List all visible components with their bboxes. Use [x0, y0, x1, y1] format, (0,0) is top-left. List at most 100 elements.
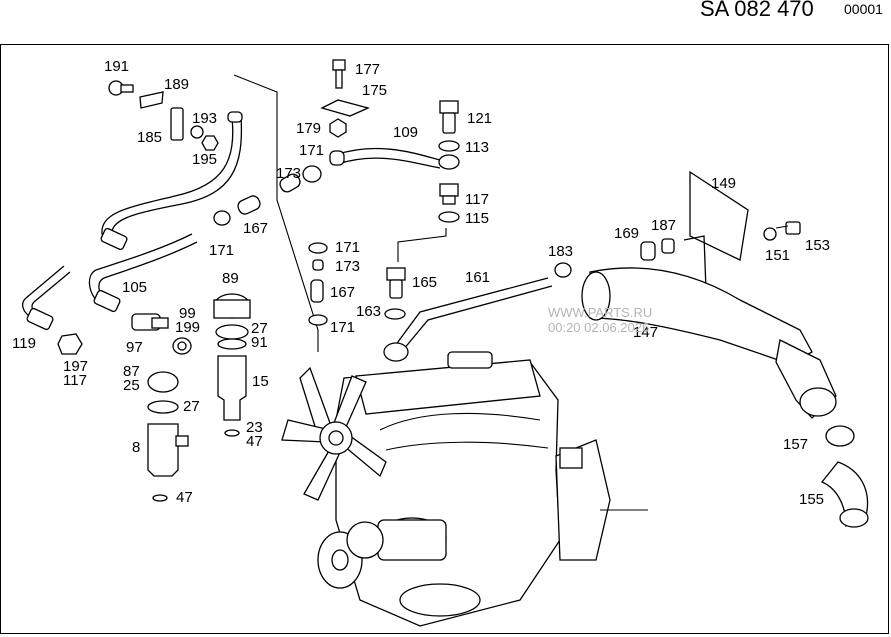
bolt-177	[332, 59, 346, 89]
label-157: 157	[783, 436, 809, 453]
label-163: 163	[356, 303, 382, 320]
housing-15	[217, 355, 247, 421]
label-99: 99	[179, 305, 196, 322]
label-169: 169	[614, 225, 640, 242]
label-151: 151	[765, 247, 791, 264]
diagram-frame	[0, 44, 889, 634]
hose-119	[21, 265, 65, 319]
label-187: 187	[651, 217, 677, 234]
hose-109	[334, 147, 441, 161]
spacer-187	[661, 238, 675, 254]
washer-163	[384, 308, 406, 320]
bolt-121	[439, 100, 459, 114]
filter-8	[147, 423, 179, 477]
label-173-mid: 173	[335, 258, 361, 275]
watermark-url: WWW.PARTS.RU	[548, 305, 653, 320]
bolt-117	[439, 183, 459, 197]
hose-upper-left	[101, 116, 234, 245]
label-155: 155	[799, 491, 825, 508]
label-105: 105	[122, 279, 148, 296]
label-173-top: 173	[276, 165, 302, 182]
label-117-bottom: 117	[63, 372, 87, 389]
label-167-mid: 167	[330, 284, 356, 301]
clamp-171a	[302, 165, 322, 183]
clamp-171	[213, 210, 231, 226]
label-189: 189	[164, 76, 190, 93]
label-119: 119	[12, 335, 36, 352]
watermark-timestamp: 00:20 02.06.2026	[548, 320, 650, 335]
label-27-bottom: 27	[183, 398, 200, 415]
label-171-mid: 171	[335, 239, 361, 256]
label-147: 147	[633, 324, 659, 341]
label-91: 91	[251, 334, 268, 351]
label-161: 161	[465, 269, 491, 286]
label-165: 165	[412, 274, 438, 291]
label-179: 179	[296, 120, 322, 137]
label-89: 89	[222, 270, 239, 287]
cooling-fan	[281, 366, 387, 501]
pipe-161	[391, 277, 549, 351]
seal-27b	[147, 400, 179, 414]
bolt-165	[386, 267, 406, 281]
bolt-191	[108, 80, 134, 96]
label-171-left: 171	[209, 242, 235, 259]
clip-185	[170, 107, 184, 141]
bracket-175	[320, 99, 370, 117]
ring-47a	[224, 429, 240, 437]
label-121: 121	[467, 110, 493, 127]
label-109: 109	[393, 124, 419, 141]
label-117-top: 117	[465, 191, 489, 208]
hose-167	[237, 195, 261, 215]
nut-179	[329, 118, 347, 138]
label-47-top: 47	[246, 433, 263, 450]
label-183: 183	[548, 243, 574, 260]
label-185: 185	[137, 129, 163, 146]
diagram-code: SA 082 470	[700, 0, 814, 21]
hose-167b	[310, 279, 324, 303]
label-15: 15	[252, 373, 269, 390]
sleeve-169	[640, 241, 656, 261]
label-171-top: 171	[299, 142, 325, 159]
leader-bracket	[233, 74, 319, 352]
label-195: 195	[192, 151, 218, 168]
seal-27	[215, 324, 249, 340]
label-115: 115	[465, 210, 489, 227]
fitting-197	[57, 333, 83, 355]
label-8: 8	[132, 439, 141, 456]
label-175: 175	[362, 82, 388, 99]
label-153: 153	[805, 237, 831, 254]
ring-91	[217, 338, 247, 350]
engine-block	[317, 351, 648, 627]
label-171-lower: 171	[330, 319, 356, 336]
hose-173	[279, 173, 301, 193]
label-113: 113	[465, 139, 489, 156]
washer-115	[438, 211, 460, 223]
ring-47b	[152, 494, 168, 502]
label-191: 191	[104, 58, 130, 75]
sleeve-173	[312, 259, 324, 271]
nut-195	[201, 135, 219, 151]
washer-113	[438, 140, 460, 152]
clamp-171c	[308, 314, 328, 326]
label-149: 149	[711, 175, 737, 192]
label-27-top: 27	[251, 320, 268, 337]
label-197: 197	[63, 358, 89, 375]
label-177: 177	[355, 61, 381, 78]
label-167-left: 167	[243, 220, 269, 237]
label-23: 23	[246, 419, 263, 436]
washer-193	[190, 125, 204, 139]
hose-105	[88, 233, 193, 303]
label-47-bottom: 47	[176, 489, 193, 506]
label-87: 87	[123, 363, 140, 380]
bracket-189	[139, 91, 164, 109]
washer-151	[763, 227, 777, 241]
intake-duct-147	[589, 267, 813, 365]
clamp-157	[825, 425, 855, 447]
label-97: 97	[126, 339, 143, 356]
banjo-fitting	[438, 154, 460, 170]
clamp-183	[554, 262, 572, 278]
label-193: 193	[192, 110, 218, 127]
label-25: 25	[123, 377, 140, 394]
bolt-153	[785, 221, 801, 235]
